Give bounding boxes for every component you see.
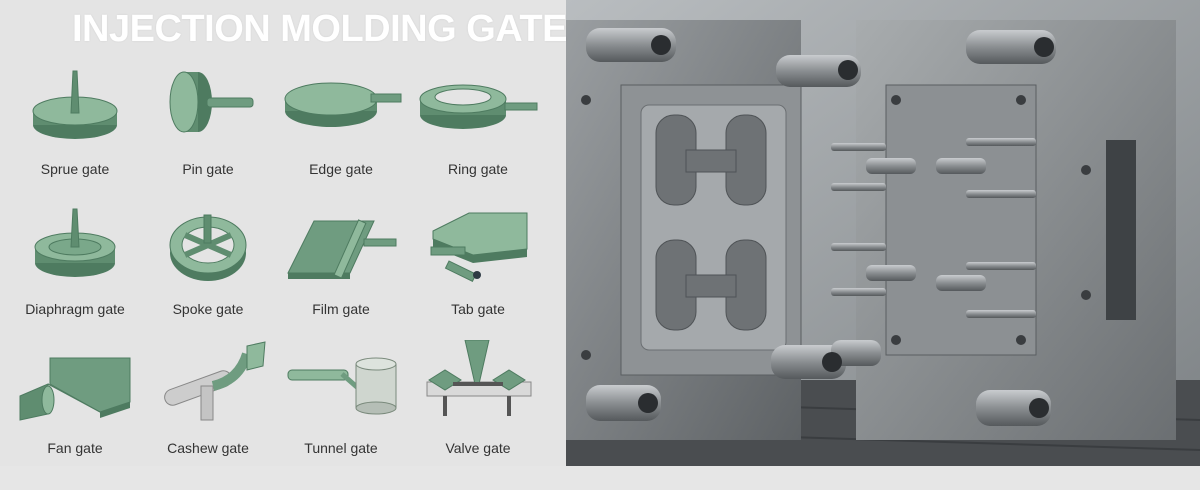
gate-cell-tunnel: Tunnel gate: [276, 340, 406, 490]
page-title: INJECTION MOLDING GATE: [72, 8, 567, 50]
gate-label: Ring gate: [448, 161, 508, 177]
gate-diagram-panel: Sprue gate Pin gate Edge gate Ring gate: [0, 0, 566, 466]
film-gate-icon: [287, 219, 397, 279]
gate-cell-tab: Tab gate: [413, 195, 543, 345]
gate-label: Tunnel gate: [304, 440, 378, 456]
gate-label: Diaphragm gate: [25, 301, 125, 317]
diaphragm-gate-icon: [34, 208, 116, 277]
injection-mold-photo: [566, 0, 1200, 466]
edge-gate-icon: [284, 82, 402, 127]
tab-gate-icon: [430, 212, 528, 283]
sprue-gate-icon: [32, 70, 118, 139]
gate-label: Cashew gate: [167, 440, 249, 456]
gate-cell-fan: Fan gate: [10, 340, 140, 490]
gate-cell-edge: Edge gate: [276, 55, 406, 205]
gate-label: Fan gate: [47, 440, 103, 456]
ring-gate-icon: [419, 84, 538, 129]
mold-photo-illustration: [566, 0, 1200, 466]
gate-label: Valve gate: [445, 440, 511, 456]
gate-cell-diaphragm: Diaphragm gate: [10, 195, 140, 345]
gate-label: Sprue gate: [40, 161, 110, 177]
cashew-gate-icon: [164, 341, 266, 421]
pin-gate-icon: [169, 71, 254, 133]
gate-label: Edge gate: [309, 161, 373, 177]
gate-cell-valve: Valve gate: [413, 340, 543, 490]
tunnel-gate-icon: [287, 357, 397, 415]
gate-cell-ring: Ring gate: [413, 55, 543, 205]
gate-cell-film: Film gate: [276, 195, 406, 345]
gate-label: Tab gate: [451, 301, 505, 317]
gate-label: Pin gate: [182, 161, 234, 177]
gate-cell-sprue: Sprue gate: [10, 55, 140, 205]
spoke-gate-icon: [169, 214, 247, 281]
gate-cell-spoke: Spoke gate: [143, 195, 273, 345]
valve-gate-icon: [426, 340, 532, 416]
gate-cell-pin: Pin gate: [143, 55, 273, 205]
gate-label: Film gate: [312, 301, 370, 317]
gate-cell-cashew: Cashew gate: [143, 340, 273, 490]
gate-label: Spoke gate: [172, 301, 244, 317]
fan-gate-icon: [19, 357, 131, 421]
